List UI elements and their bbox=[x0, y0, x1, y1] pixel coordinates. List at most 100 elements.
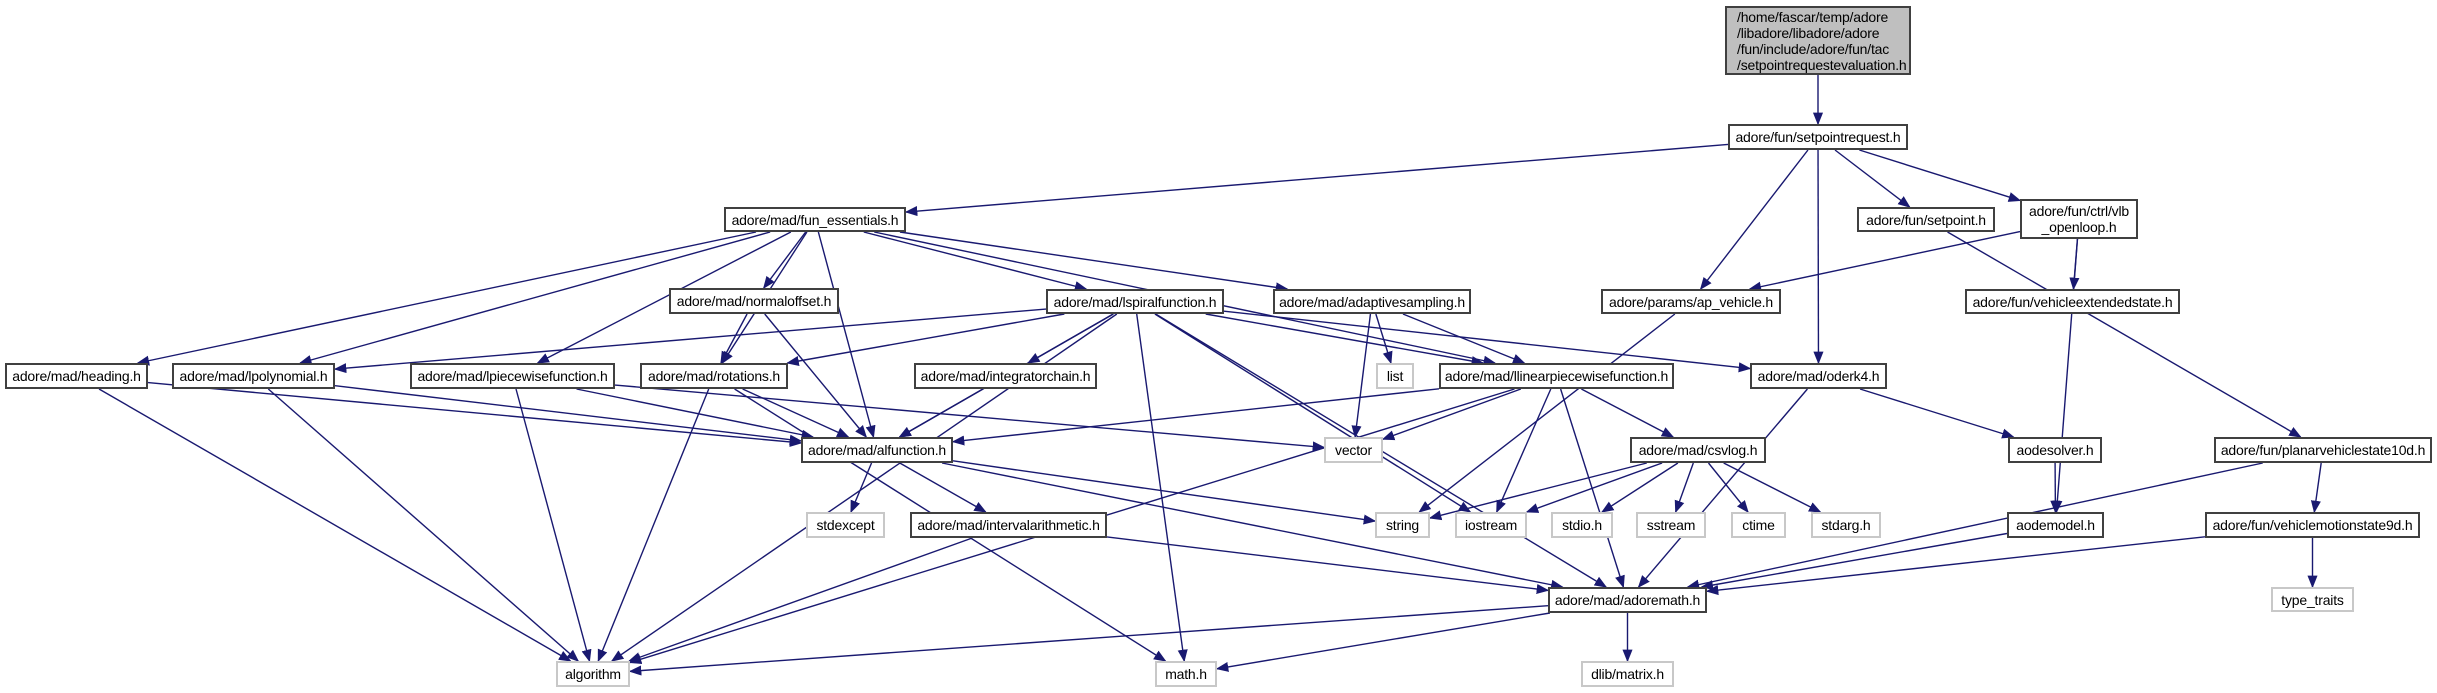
graph-node-tt[interactable]: type_traits bbox=[2271, 587, 2354, 612]
graph-node-csv[interactable]: adore/mad/csvlog.h bbox=[1630, 437, 1766, 463]
edge-sp-to-pvs bbox=[1947, 231, 2302, 438]
graph-node-ls[interactable]: adore/mad/lspiralfunction.h bbox=[1046, 289, 1224, 314]
graph-node-fe[interactable]: adore/mad/fun_essentials.h bbox=[724, 207, 906, 232]
graph-node-ctime[interactable]: ctime bbox=[1731, 512, 1786, 538]
edge-csv-to-stdarg bbox=[1723, 462, 1822, 513]
graph-node-stdio[interactable]: stdio.h bbox=[1551, 512, 1613, 538]
edge-llin-to-vec bbox=[1381, 388, 1522, 441]
graph-node-math[interactable]: math.h bbox=[1155, 661, 1217, 687]
graph-node-sp[interactable]: adore/fun/setpoint.h bbox=[1857, 207, 1995, 232]
edge-lp-to-alf bbox=[334, 384, 803, 445]
edge-rot-to-alf bbox=[742, 388, 850, 438]
edge-apv-to-str bbox=[1418, 313, 1676, 513]
edge-csv-to-ctime bbox=[1707, 462, 1749, 513]
edge-as-to-vec bbox=[1351, 313, 1372, 439]
edge-spr-to-vlb bbox=[1859, 149, 2022, 202]
edge-am-to-alg bbox=[628, 604, 1549, 676]
edge-am-to-math bbox=[1215, 612, 1551, 672]
edge-spr-to-sp bbox=[1834, 149, 1911, 208]
graph-node-hd[interactable]: adore/mad/heading.h bbox=[5, 363, 148, 389]
edge-ls-to-ios bbox=[1154, 313, 1472, 513]
edge-ia-to-alg bbox=[628, 537, 973, 662]
graph-node-no[interactable]: adore/mad/normaloffset.h bbox=[669, 288, 839, 314]
edge-as-to-list bbox=[1375, 313, 1393, 365]
edge-csv-to-ios bbox=[1525, 462, 1663, 513]
graph-node-rot[interactable]: adore/mad/rotations.h bbox=[640, 363, 788, 389]
edge-csv-to-sst bbox=[1674, 462, 1694, 514]
edge-vms-to-am bbox=[1705, 536, 2206, 596]
graph-node-ves[interactable]: adore/fun/vehicleextendedstate.h bbox=[1965, 289, 2180, 314]
edge-fe-to-ls bbox=[863, 231, 1088, 292]
edge-lp-to-alg bbox=[267, 388, 580, 662]
graph-node-sst[interactable]: sstream bbox=[1636, 512, 1706, 538]
edge-alf-to-am bbox=[941, 462, 1564, 590]
edge-csv-to-str bbox=[1428, 462, 1647, 521]
edge-alf-to-str bbox=[952, 460, 1377, 525]
edge-ls-to-rot bbox=[786, 313, 1065, 366]
graph-node-lpw[interactable]: adore/mad/lpiecewisefunction.h bbox=[410, 363, 615, 389]
graph-node-spr[interactable]: adore/fun/setpointrequest.h bbox=[1728, 124, 1908, 150]
edge-spr-to-fe bbox=[904, 143, 1729, 217]
edge-ls-to-math bbox=[1136, 313, 1188, 663]
graph-node-am[interactable]: adore/mad/adoremath.h bbox=[1548, 587, 1707, 613]
edge-fe-to-lp bbox=[298, 231, 771, 365]
edge-ls-to-ode bbox=[1223, 310, 1752, 373]
edge-aom-to-am bbox=[1700, 532, 2008, 591]
edge-lpw-to-vec bbox=[614, 384, 1326, 452]
edge-rot-to-alg bbox=[597, 388, 710, 663]
graph-node-as[interactable]: adore/mad/adaptivesampling.h bbox=[1273, 289, 1471, 314]
edge-no-to-rot bbox=[720, 313, 748, 365]
edge-fe-to-hd bbox=[136, 231, 757, 366]
graph-node-aos[interactable]: aodesolver.h bbox=[2008, 437, 2102, 463]
graph-node-ic[interactable]: adore/mad/integratorchain.h bbox=[914, 363, 1097, 389]
graph-node-dlib[interactable]: dlib/matrix.h bbox=[1581, 661, 1674, 687]
edge-fe-to-alf bbox=[817, 231, 876, 439]
edge-llin-to-csv bbox=[1581, 388, 1675, 438]
edge-lpw-to-alf bbox=[576, 388, 815, 440]
edge-fe-to-lpw bbox=[536, 231, 792, 364]
graph-node-ia[interactable]: adore/mad/intervalarithmetic.h bbox=[910, 512, 1107, 538]
edge-no-to-alf bbox=[764, 313, 868, 438]
graph-node-lp[interactable]: adore/mad/lpolynomial.h bbox=[172, 363, 335, 389]
edge-llin-to-alf bbox=[951, 388, 1440, 446]
edge-ia-to-am bbox=[1106, 536, 1550, 595]
edge-lpw-to-alg bbox=[515, 388, 592, 663]
edge-ode-to-aos bbox=[1859, 388, 2015, 439]
edge-spr-to-apv bbox=[1699, 149, 1809, 290]
graph-node-apv[interactable]: adore/params/ap_vehicle.h bbox=[1601, 289, 1781, 314]
graph-node-stde[interactable]: stdexcept bbox=[806, 512, 885, 538]
edge-ls-to-lp bbox=[333, 308, 1047, 374]
edge-fe-to-as bbox=[899, 231, 1289, 293]
edge-alf-to-stde bbox=[850, 462, 873, 514]
graph-node-llin[interactable]: adore/mad/llinearpiecewisefunction.h bbox=[1439, 363, 1674, 389]
graph-node-pvs[interactable]: adore/fun/planarvehiclestate10d.h bbox=[2214, 437, 2432, 463]
graph-node-aom[interactable]: aodemodel.h bbox=[2007, 512, 2104, 538]
graph-node-str[interactable]: string bbox=[1375, 512, 1430, 538]
graph-node-vec[interactable]: vector bbox=[1324, 437, 1383, 463]
edge-ic-to-alf bbox=[898, 388, 984, 438]
edge-pvs-to-vms bbox=[2310, 462, 2322, 514]
graph-node-root: /home/fascar/temp/adore /libadore/libado… bbox=[1725, 6, 1911, 75]
edge-llin-to-ios bbox=[1496, 388, 1552, 514]
graph-node-ode[interactable]: adore/mad/oderk4.h bbox=[1750, 363, 1887, 389]
edge-as-to-llin bbox=[1402, 313, 1526, 364]
graph-node-alg[interactable]: algorithm bbox=[556, 661, 630, 687]
graph-node-list[interactable]: list bbox=[1376, 363, 1414, 389]
graph-node-stdarg[interactable]: stdarg.h bbox=[1811, 512, 1881, 538]
edge-ls-to-llin bbox=[1205, 313, 1485, 366]
graph-node-vlb[interactable]: adore/fun/ctrl/vlb _openloop.h bbox=[2020, 199, 2138, 239]
edge-fe-to-no bbox=[762, 231, 807, 290]
edge-pvs-to-am bbox=[1686, 462, 2263, 590]
edge-hd-to-alf bbox=[147, 381, 803, 447]
graph-node-vms[interactable]: adore/fun/vehiclemotionstate9d.h bbox=[2205, 512, 2420, 538]
graph-node-ios[interactable]: iostream bbox=[1455, 512, 1527, 538]
edge-hd-to-alg bbox=[98, 388, 572, 662]
edge-vlb-to-aom bbox=[2052, 238, 2079, 514]
edge-ode-to-am bbox=[1637, 388, 1808, 588]
graph-node-alf[interactable]: adore/mad/alfunction.h bbox=[801, 437, 953, 463]
edge-csv-to-stdio bbox=[1601, 462, 1679, 513]
edge-vlb-to-apv bbox=[1748, 230, 2021, 292]
edge-alf-to-ia bbox=[899, 462, 987, 513]
